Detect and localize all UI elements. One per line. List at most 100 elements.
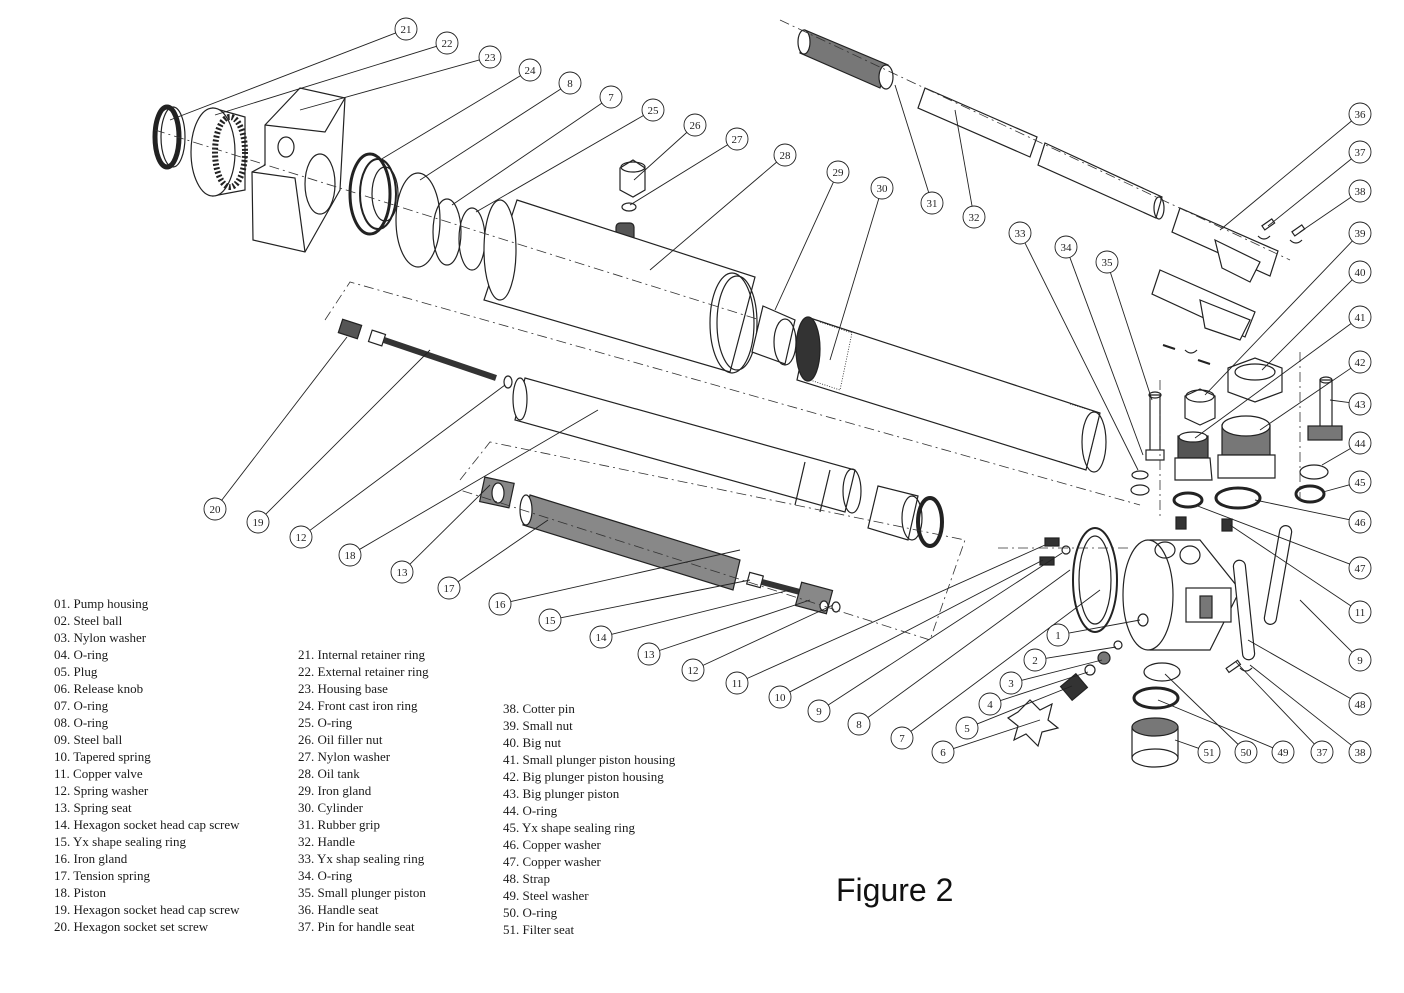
callout-circle: [1095, 250, 1119, 274]
legend-item: 19. Hexagon socket head cap screw: [54, 902, 240, 917]
legend-item: 28. Oil tank: [298, 766, 360, 781]
callout-circle: [725, 127, 749, 151]
callout-circle: [589, 625, 613, 649]
callout-leader: [265, 349, 431, 515]
callout-leader: [774, 181, 834, 311]
legend-item: 26. Oil filler nut: [298, 732, 383, 747]
callout-number: 24: [525, 65, 537, 77]
callout-leader: [1267, 158, 1352, 227]
part-ring-33-34: [1131, 470, 1149, 480]
callout-circle: [203, 497, 227, 521]
callout-circle: [1348, 431, 1372, 455]
callout-bubble: 38: [1348, 740, 1372, 764]
part-cylinder: [795, 316, 1107, 473]
part-release-assembly: [1006, 640, 1123, 748]
callout-bubble: 33: [1008, 221, 1032, 245]
callout-bubble: 44: [1348, 431, 1372, 455]
callout-bubble: 38: [1348, 179, 1372, 203]
callout-leader: [451, 102, 603, 206]
callout-number: 49: [1278, 747, 1290, 759]
callout-bubble: 13: [390, 560, 414, 584]
callout-bubble: 25: [641, 98, 665, 122]
callout-number: 5: [964, 723, 970, 735]
callout-leader: [1261, 279, 1353, 371]
legend-item: 27. Nylon washer: [298, 749, 391, 764]
part-small-plunger-piston: [1145, 391, 1165, 461]
legend-item: 46. Copper washer: [503, 837, 601, 852]
callout-number: 47: [1355, 563, 1367, 575]
legend-item: 30. Cylinder: [298, 800, 363, 815]
callout-leader: [1164, 673, 1239, 745]
part-spring-seat-lower: [794, 581, 834, 615]
part-hexagon-socket-set-screw: [337, 318, 363, 340]
callout-leader: [829, 198, 880, 361]
part-big-plunger-piston: [1307, 376, 1343, 441]
callout-leader: [214, 45, 437, 116]
legend-item: 40. Big nut: [503, 735, 562, 750]
part-small-nut: [1184, 388, 1216, 426]
legend-item: 51. Filter seat: [503, 922, 575, 937]
callout-circle: [338, 543, 362, 567]
callout-leader: [827, 552, 1063, 706]
callout-leader: [1235, 661, 1315, 745]
callout-leader: [409, 484, 491, 565]
callout-leader: [867, 569, 1071, 718]
callout-number: 42: [1355, 357, 1366, 369]
part-socket-screw-b: [1039, 556, 1055, 566]
callout-leader: [1045, 646, 1117, 659]
callout-bubble: 1: [1046, 623, 1070, 647]
part-spring-washer: [503, 375, 513, 389]
callout-number: 45: [1355, 477, 1367, 489]
callout-number: 41: [1355, 312, 1366, 324]
part-handle-seat-lower: [1151, 269, 1256, 341]
callout-bubble: 19: [246, 510, 270, 534]
part-oil-filler-nut: [619, 159, 646, 198]
callout-number: 15: [545, 615, 557, 627]
legend-item: 32. Handle: [298, 834, 356, 849]
part-piston: [512, 377, 862, 514]
callout-number: 8: [856, 719, 862, 731]
callout-leader: [1299, 196, 1352, 233]
legend-item: 25. O-ring: [298, 715, 353, 730]
callout-leader: [1259, 367, 1352, 431]
callout-leader: [659, 599, 811, 651]
callout-circle: [1310, 740, 1334, 764]
legend-item: 36. Handle seat: [298, 902, 379, 917]
part-grub-screw-a: [1175, 516, 1187, 530]
legend-item: 09. Steel ball: [54, 732, 123, 747]
legend-item: 06. Release knob: [54, 681, 144, 696]
part-o-ring-08: [395, 172, 441, 268]
part-small-ball: [1061, 545, 1071, 555]
part-oil-tank: [483, 199, 758, 374]
callout-circle: [999, 671, 1023, 695]
legend-item: 37. Pin for handle seat: [298, 919, 415, 934]
legend-item: 02. Steel ball: [54, 613, 123, 628]
legend-item: 07. O-ring: [54, 698, 109, 713]
callout-number: 9: [816, 706, 822, 718]
callout-bubble: 34: [1054, 235, 1078, 259]
legend-item: 18. Piston: [54, 885, 107, 900]
legend-item: 39. Small nut: [503, 718, 573, 733]
callout-leader: [954, 109, 973, 207]
callout-circle: [1348, 600, 1372, 624]
callout-circle: [1271, 740, 1295, 764]
callout-leader: [1109, 272, 1153, 401]
legend-item: 05. Plug: [54, 664, 98, 679]
callout-leader: [977, 685, 1073, 725]
callout-number: 35: [1102, 257, 1114, 269]
callout-circle: [1348, 556, 1372, 580]
callout-circle: [683, 113, 707, 137]
callout-bubble: 17: [437, 576, 461, 600]
callout-leader: [1194, 504, 1350, 565]
callout-leader: [1329, 399, 1350, 403]
callout-number: 40: [1355, 267, 1367, 279]
callout-bubble: 47: [1348, 556, 1372, 580]
callout-circle: [1046, 623, 1070, 647]
callout-number: 33: [1015, 228, 1027, 240]
callout-leader: [379, 75, 521, 161]
callout-bubble: 27: [725, 127, 749, 151]
callout-bubble: 4: [978, 692, 1002, 716]
part-iron-gland-16: [867, 485, 923, 541]
callout-bubble: 12: [681, 658, 705, 682]
